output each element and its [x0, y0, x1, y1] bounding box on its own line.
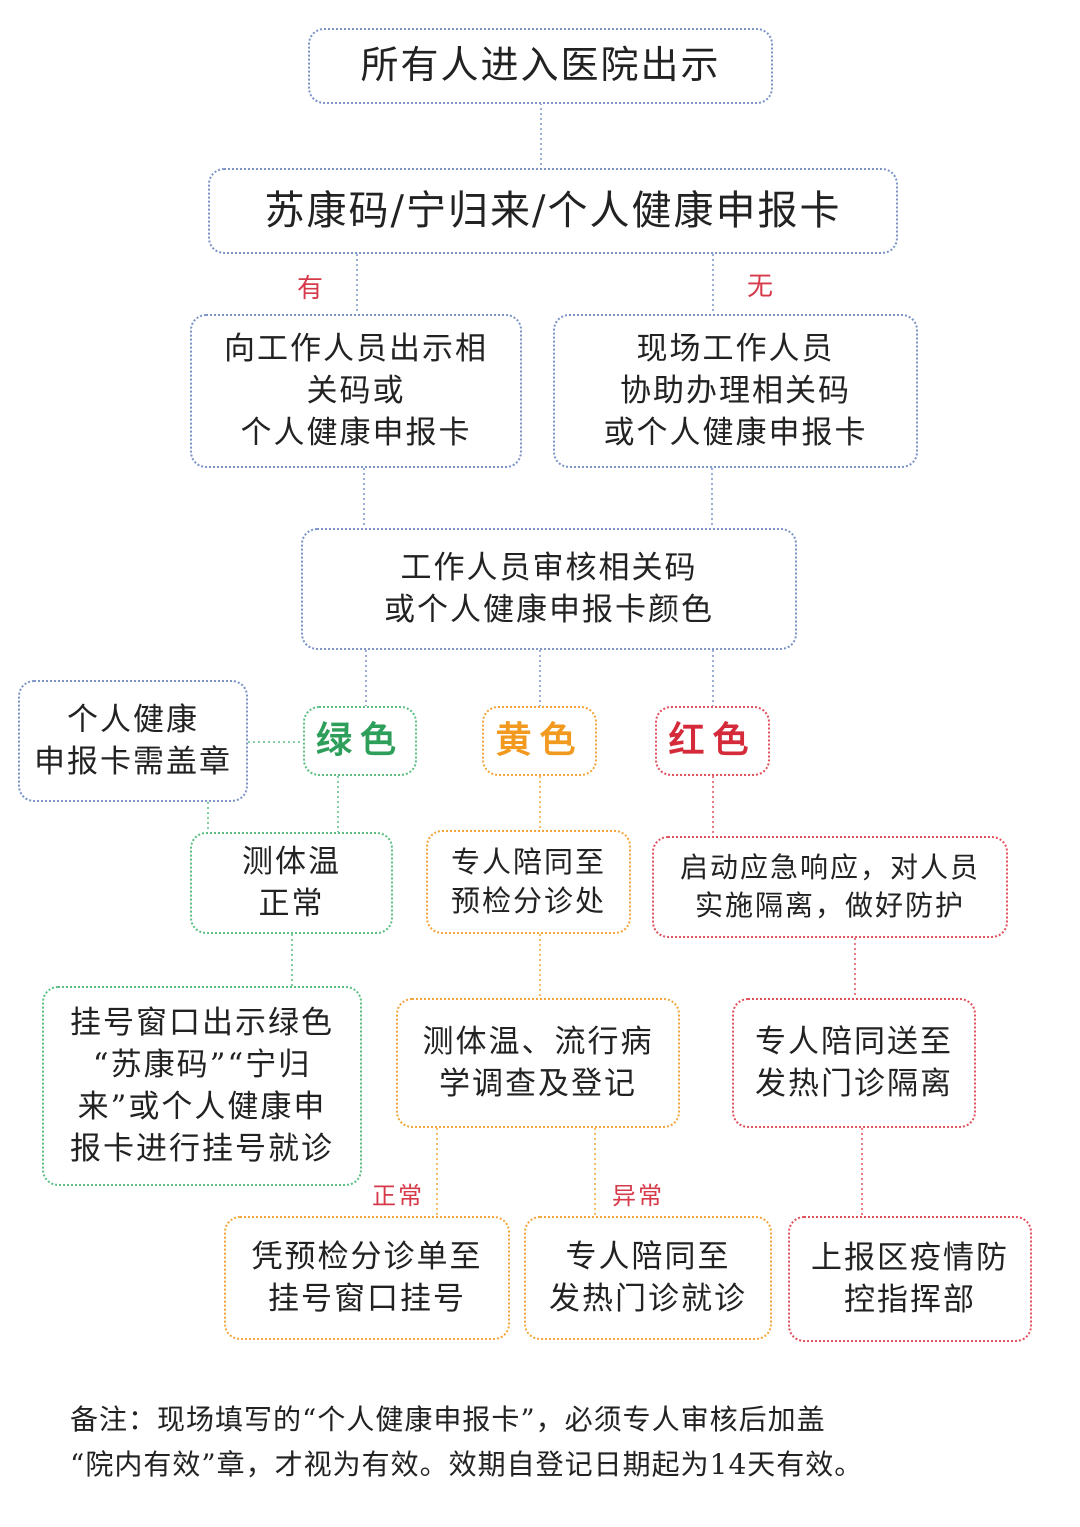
assist-text: 现场工作人员 协助办理相关码 或个人健康申报卡 [603, 330, 868, 452]
red-category-box: 红色 [655, 706, 770, 776]
green-category-box: 绿色 [303, 706, 417, 776]
codes-box: 苏康码/宁归来/个人健康申报卡 [208, 168, 898, 254]
green-register-box: 挂号窗口出示绿色 “苏康码”“宁归 来”或个人健康申 报卡进行挂号就诊 [42, 986, 362, 1186]
yellow-survey-box: 测体温、流行病 学调查及登记 [396, 998, 680, 1128]
stamp-note-text: 个人健康 申报卡需盖章 [34, 701, 232, 780]
entry-box: 所有人进入医院出示 [308, 28, 773, 104]
entry-text: 所有人进入医院出示 [360, 43, 721, 88]
red-escort-box: 专人陪同送至 发热门诊隔离 [732, 998, 976, 1128]
review-text: 工作人员审核相关码 或个人健康申报卡颜色 [384, 549, 714, 628]
red-category-label: 红色 [668, 719, 757, 761]
label-no-code: 无 [747, 272, 776, 302]
label-normal: 正常 [372, 1182, 424, 1210]
red-escort-text: 专人陪同送至 发热门诊隔离 [755, 1023, 953, 1102]
show-code-text: 向工作人员出示相 关码或 个人健康申报卡 [224, 330, 488, 452]
yellow-escort-text: 专人陪同至 预检分诊处 [450, 844, 606, 918]
green-register-text: 挂号窗口出示绿色 “苏康码”“宁归 来”或个人健康申 报卡进行挂号就诊 [70, 1004, 334, 1168]
green-temp-text: 测体温 正常 [242, 843, 341, 922]
label-abnormal: 异常 [612, 1182, 664, 1210]
yellow-normal-text: 凭预检分诊单至 挂号窗口挂号 [251, 1238, 483, 1317]
green-category-label: 绿色 [315, 719, 404, 761]
yellow-normal-box: 凭预检分诊单至 挂号窗口挂号 [224, 1216, 510, 1340]
show-code-box: 向工作人员出示相 关码或 个人健康申报卡 [190, 314, 522, 468]
red-report-text: 上报区疫情防 控指挥部 [811, 1239, 1009, 1318]
yellow-abnormal-box: 专人陪同至 发热门诊就诊 [524, 1216, 772, 1340]
yellow-category-box: 黄色 [482, 706, 597, 776]
yellow-category-label: 黄色 [495, 719, 584, 761]
red-report-box: 上报区疫情防 控指挥部 [788, 1216, 1032, 1342]
assist-box: 现场工作人员 协助办理相关码 或个人健康申报卡 [553, 314, 918, 468]
footnote: 备注：现场填写的“个人健康申报卡”，必须专人审核后加盖 “院内有效”章，才视为有… [70, 1403, 864, 1481]
yellow-abnormal-text: 专人陪同至 发热门诊就诊 [549, 1238, 747, 1317]
review-box: 工作人员审核相关码 或个人健康申报卡颜色 [301, 528, 797, 650]
red-emergency-text: 启动应急响应，对人员 实施隔离，做好防护 [679, 850, 980, 922]
green-temp-box: 测体温 正常 [190, 832, 393, 934]
stamp-note-box: 个人健康 申报卡需盖章 [18, 680, 248, 802]
yellow-escort-box: 专人陪同至 预检分诊处 [426, 830, 631, 934]
label-has-code: 有 [297, 274, 326, 304]
yellow-survey-text: 测体温、流行病 学调查及登记 [422, 1023, 654, 1102]
red-emergency-box: 启动应急响应，对人员 实施隔离，做好防护 [652, 836, 1008, 938]
codes-text: 苏康码/宁归来/个人健康申报卡 [264, 187, 842, 234]
